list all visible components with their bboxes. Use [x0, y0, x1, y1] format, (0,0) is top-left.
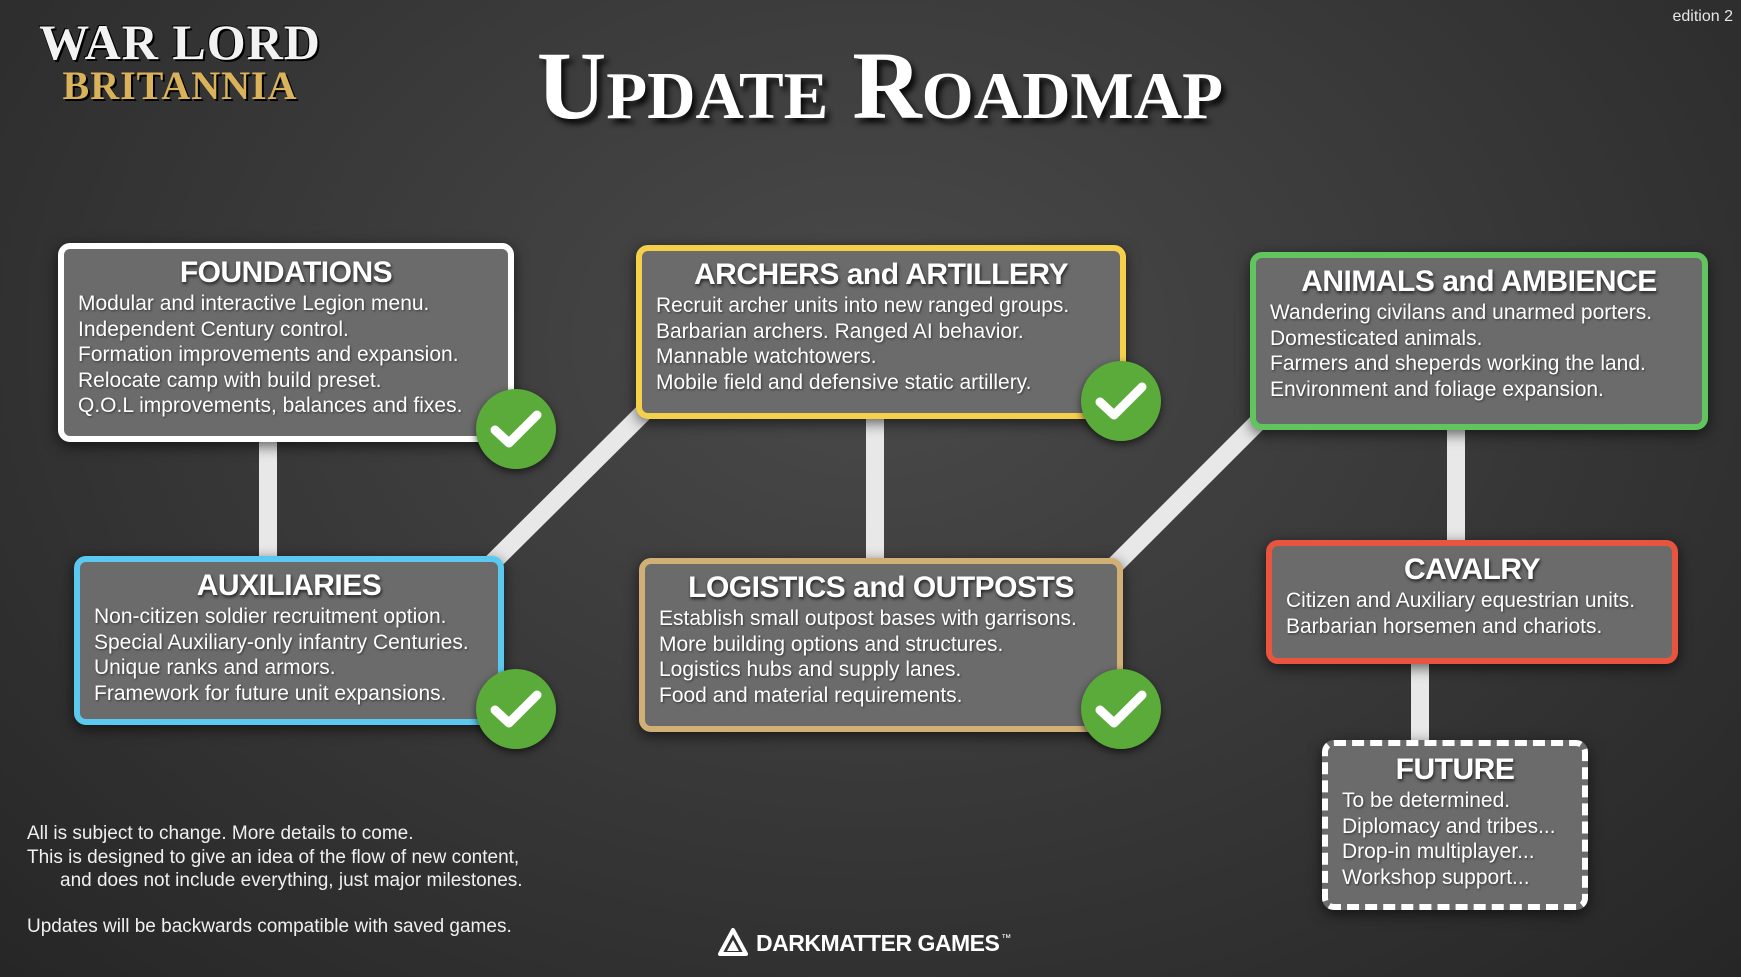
card-item: Barbarian archers. Ranged AI behavior. [656, 319, 1024, 343]
trademark-symbol: ™ [1001, 932, 1012, 944]
card-item: Domesticated animals. [1270, 326, 1483, 350]
card-item: Logistics hubs and supply lanes. [659, 658, 962, 681]
card-item: Drop-in multiplayer... [1342, 840, 1535, 863]
note-line: All is subject to change. More details t… [27, 823, 414, 844]
card-item: Framework for future unit expansions. [94, 681, 447, 705]
game-logo: WAR LORD BRITANNIA [20, 14, 340, 114]
note-line: and does not include everything, just ma… [60, 870, 523, 891]
connector-logistics-animals [1098, 408, 1272, 582]
completed-check-icon [476, 669, 556, 749]
card-title: ANIMALS and AMBIENCE [1301, 265, 1657, 298]
milestone-card-foundations: FOUNDATIONS Modular and interactive Legi… [58, 243, 514, 442]
card-item: Modular and interactive Legion menu. [78, 292, 430, 315]
edition-label: edition 2 [1672, 8, 1734, 25]
card-title: FOUNDATIONS [179, 256, 393, 289]
card-item: Special Auxiliary-only infantry Centurie… [94, 630, 469, 654]
card-item: Wandering civilans and unarmed porters. [1270, 301, 1653, 324]
card-title: LOGISTICS and OUTPOSTS [688, 571, 1074, 604]
card-item: Relocate camp with build preset. [78, 368, 382, 392]
note-line: Updates will be backwards compatible wit… [27, 915, 512, 937]
connector-auxiliaries-archers [483, 401, 655, 572]
card-item: Environment and foliage expansion. [1270, 377, 1604, 401]
note-line: This is designed to give an idea of the … [27, 846, 520, 868]
card-item: Independent Century control. [78, 317, 349, 341]
milestone-card-archers-artillery: ARCHERS and ARTILLERY Recruit archer uni… [636, 245, 1126, 419]
card-item: More building options and structures. [659, 632, 1004, 656]
milestone-card-auxiliaries: AUXILIARIES Non-citizen soldier recruitm… [74, 556, 504, 725]
milestone-card-logistics-outposts: LOGISTICS and OUTPOSTS Establish small o… [639, 558, 1123, 732]
disclaimer-notes: All is subject to change. More details t… [27, 822, 523, 938]
milestone-card-future: FUTURE To be determined. Diplomacy and t… [1322, 740, 1588, 910]
logo-line2: BRITANNIA [62, 63, 298, 108]
card-item: Farmers and sheperds working the land. [1270, 352, 1646, 375]
darkmatter-brand: DARKMATTER GAMES ™ [718, 928, 1011, 958]
completed-check-icon [1081, 669, 1161, 749]
card-item: Non-citizen soldier recruitment option. [94, 605, 447, 628]
card-title: FUTURE [1395, 753, 1515, 786]
card-item: Formation improvements and expansion. [78, 343, 459, 366]
completed-check-icon [476, 389, 556, 469]
card-title: AUXILIARIES [196, 569, 382, 602]
page-title: Update Roadmap [536, 32, 1224, 139]
card-item: Diplomacy and tribes... [1342, 814, 1556, 838]
card-item: Q.O.L improvements, balances and fixes. [78, 394, 463, 417]
brand-name: DARKMATTER GAMES [756, 929, 1000, 956]
card-item: Unique ranks and armors. [94, 656, 336, 679]
card-item: Mannable watchtowers. [656, 345, 877, 368]
card-item: Recruit archer units into new ranged gro… [656, 294, 1070, 317]
milestone-card-animals-ambience: ANIMALS and AMBIENCE Wandering civilans … [1250, 252, 1708, 430]
card-item: To be determined. [1342, 789, 1511, 812]
card-title: ARCHERS and ARTILLERY [694, 258, 1068, 291]
logo-line1: WAR LORD [39, 14, 321, 70]
card-item: Food and material requirements. [659, 683, 963, 707]
card-item: Establish small outpost bases with garri… [659, 607, 1077, 630]
card-item: Barbarian horsemen and chariots. [1286, 614, 1603, 638]
card-item: Mobile field and defensive static artill… [656, 370, 1032, 394]
card-item: Citizen and Auxiliary equestrian units. [1286, 589, 1636, 612]
completed-check-icon [1081, 361, 1161, 441]
card-item: Workshop support... [1342, 865, 1530, 889]
darkmatter-logo-icon [718, 928, 748, 956]
milestone-card-cavalry: CAVALRY Citizen and Auxiliary equestrian… [1266, 540, 1678, 664]
card-title: CAVALRY [1404, 553, 1540, 586]
